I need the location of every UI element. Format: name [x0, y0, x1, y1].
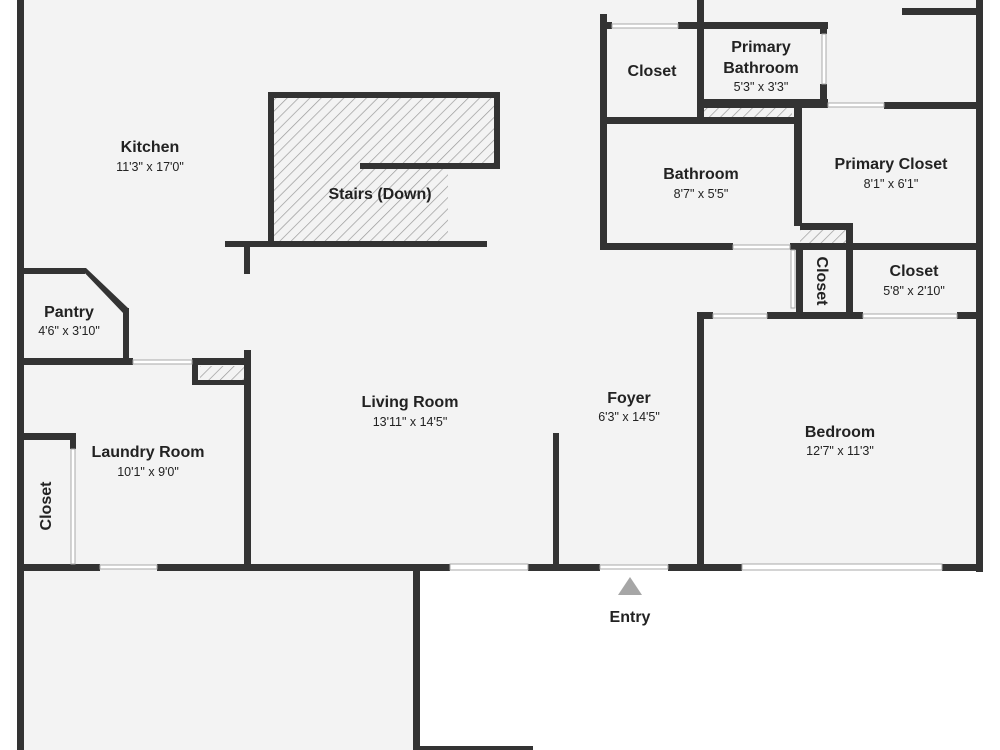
primary-bathroom-dim: 5'3" x 3'3": [734, 80, 789, 94]
laundry-dim: 10'1" x 9'0": [117, 465, 179, 479]
primary-bathroom-name-1: Primary: [731, 39, 791, 56]
pantry-dim: 4'6" x 3'10": [38, 324, 100, 338]
closet-top-name: Closet: [628, 63, 678, 80]
living-room-dim: 13'11" x 14'5": [373, 415, 448, 429]
openings: [70, 23, 958, 571]
closet-right-name: Closet: [890, 263, 940, 280]
bedroom-name: Bedroom: [805, 424, 875, 441]
outside-area: [418, 568, 1000, 750]
main-floor: [20, 0, 980, 568]
kitchen-name: Kitchen: [121, 139, 180, 156]
laundry-closet-name: Closet: [38, 481, 55, 531]
foyer-name: Foyer: [607, 390, 651, 407]
hatched-block-laundry: [200, 366, 244, 382]
living-room-name: Living Room: [362, 394, 459, 411]
primary-closet-name: Primary Closet: [835, 156, 949, 173]
bathroom-name: Bathroom: [663, 166, 739, 183]
laundry-name: Laundry Room: [92, 444, 205, 461]
entry-label: Entry: [610, 609, 651, 626]
hall-closet-name: Closet: [813, 257, 830, 307]
hatched-block-hall: [800, 230, 847, 244]
foyer-dim: 6'3" x 14'5": [598, 410, 660, 424]
stairs-name: Stairs (Down): [328, 186, 431, 203]
pantry-name: Pantry: [44, 304, 94, 321]
primary-closet-dim: 8'1" x 6'1": [864, 177, 919, 191]
hatched-block-bath: [704, 108, 792, 117]
garage-floor: [20, 568, 418, 750]
kitchen-dim: 11'3" x 17'0": [116, 160, 184, 174]
entry-arrow-icon: [618, 577, 642, 595]
bedroom-dim: 12'7" x 11'3": [806, 444, 874, 458]
primary-bathroom-name-2: Bathroom: [723, 60, 799, 77]
bathroom-dim: 8'7" x 5'5": [674, 187, 729, 201]
walls: [17, 0, 983, 750]
closet-right-dim: 5'8" x 2'10": [883, 284, 945, 298]
